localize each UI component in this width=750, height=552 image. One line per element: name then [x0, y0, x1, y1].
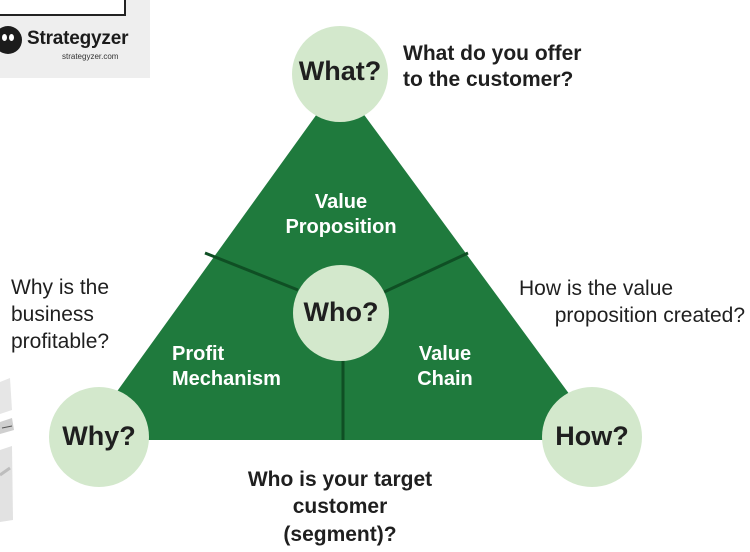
- why-question: Why is the business profitable?: [11, 275, 141, 356]
- logo-frame: [0, 0, 126, 16]
- how-question: How is the value proposition created?: [515, 276, 745, 330]
- who-question: Who is your target customer (segment)?: [220, 466, 460, 548]
- value-proposition-label: Value Proposition: [270, 190, 412, 240]
- value-proposition-line2: Proposition: [285, 216, 397, 238]
- how-question-line1: How is the value: [519, 277, 674, 300]
- triangle-dividers: [204, 251, 469, 440]
- how-circle: [542, 387, 642, 487]
- who-question-line1: Who is your target: [247, 468, 433, 491]
- why-circle: [49, 387, 149, 487]
- what-question: What do you offer to the customer?: [403, 41, 613, 94]
- what-label: What?: [298, 56, 382, 86]
- what-question-line1: What do you offer: [403, 42, 582, 65]
- who-circle: [293, 265, 389, 361]
- value-chain-line1: Value: [418, 343, 472, 365]
- what-circle: [292, 26, 388, 122]
- logo-name: Strategyzer: [27, 28, 129, 49]
- profit-mechanism-label: Profit Mechanism: [172, 342, 312, 392]
- value-chain-label: Value Chain: [410, 342, 480, 392]
- strategyzer-logo-icon: [0, 26, 22, 54]
- profit-line1: Profit: [172, 343, 225, 365]
- why-question-line3: profitable?: [11, 329, 110, 353]
- who-question-line3: (segment)?: [283, 522, 397, 546]
- why-question-line2: business: [11, 302, 94, 326]
- logo-url: strategyzer.com: [62, 52, 119, 61]
- partial-image-scrap: [0, 370, 14, 530]
- what-question-line2: to the customer?: [403, 68, 574, 92]
- how-question-line2: proposition created?: [554, 303, 745, 327]
- profit-line2: Mechanism: [172, 368, 281, 390]
- value-proposition-line1: Value: [314, 191, 368, 213]
- how-label: How?: [555, 421, 629, 451]
- value-chain-line2: Chain: [417, 368, 473, 390]
- who-label: Who?: [303, 297, 379, 327]
- why-question-line1: Why is the: [11, 276, 110, 299]
- triangle-shape: [82, 82, 603, 440]
- who-question-line2: customer: [292, 495, 388, 519]
- why-label: Why?: [62, 421, 136, 451]
